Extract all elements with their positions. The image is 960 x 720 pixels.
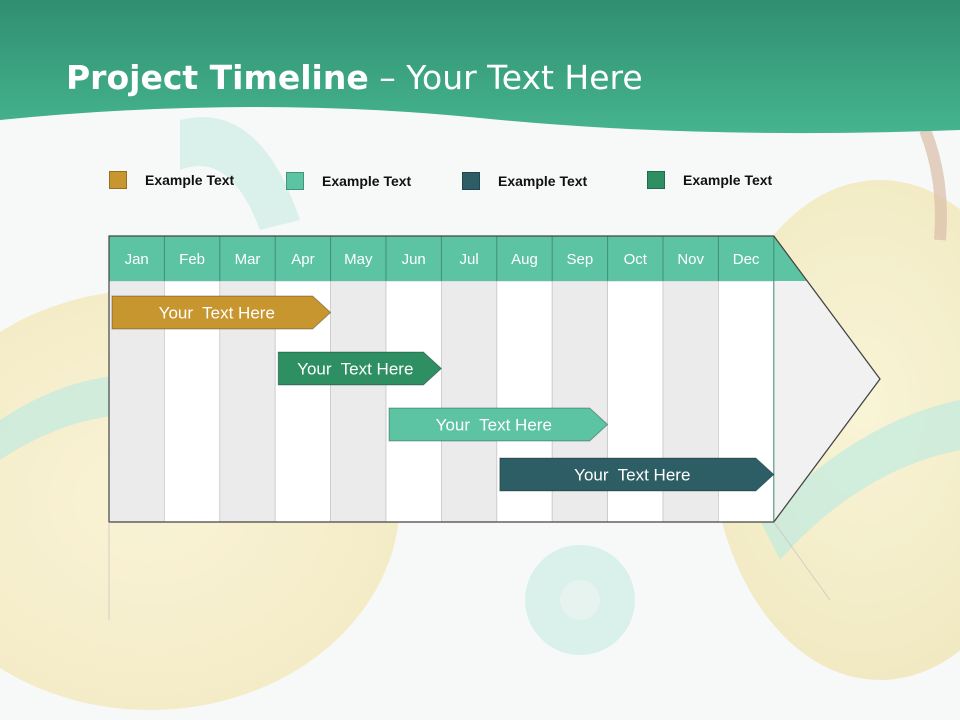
task-bar [277,351,443,386]
month-label-dec: Dec [733,251,760,268]
month-label-jan: Jan [125,251,149,268]
task-bar-label: Your Text Here [297,360,413,379]
legend-label: Example Text [498,173,588,189]
task-bar-label: Your Text Here [159,304,275,323]
task-bar [499,457,775,492]
legend-item-2: Example Text [286,172,411,190]
task-bar-label: Your Text Here [574,466,690,485]
month-label-sep: Sep [567,251,594,268]
timeline-arrow-outline [108,235,881,523]
month-label-mar: Mar [235,251,261,268]
page-title: Project Timeline – Your Text Here [66,58,643,97]
task-bar [111,295,332,330]
legend-swatch [286,172,304,190]
legend-swatch [109,171,127,189]
month-label-may: May [344,251,373,268]
month-label-apr: Apr [291,251,314,268]
title-bold: Project Timeline [66,58,369,97]
month-column [385,280,442,523]
month-label-nov: Nov [677,251,704,268]
month-label-aug: Aug [511,251,538,268]
task-bar [388,407,609,442]
header-band [0,0,960,134]
month-header-band [109,236,807,281]
reflection-line [773,521,831,601]
legend-item-4: Example Text [647,171,772,189]
legend-item-3: Example Text [462,172,587,190]
legend-label: Example Text [322,173,412,189]
month-label-feb: Feb [179,251,205,268]
legend-label: Example Text [145,172,235,188]
legend-swatch [647,171,665,189]
month-label-oct: Oct [624,251,648,268]
month-column [330,280,387,523]
month-label-jul: Jul [460,251,479,268]
title-rest: – Your Text Here [368,58,643,97]
legend-swatch [462,172,480,190]
month-label-jun: Jun [402,251,426,268]
task-bar-label: Your Text Here [436,416,552,435]
month-column [440,280,498,523]
legend-item-1: Example Text [109,171,234,189]
legend-label: Example Text [683,172,773,188]
